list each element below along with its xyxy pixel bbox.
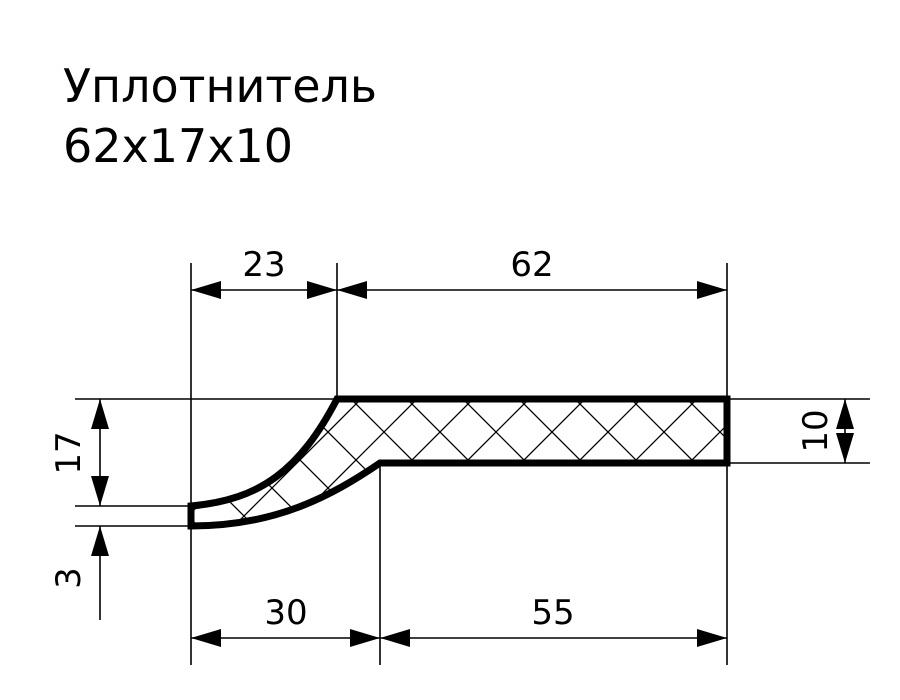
dimension-label-17: 17 (49, 431, 89, 474)
profile-outline (187, 395, 731, 530)
dimension-label-3: 3 (49, 567, 89, 589)
dimension-label-30: 30 (264, 593, 307, 633)
dimension-label-55: 55 (531, 593, 574, 633)
dimension-top (191, 281, 727, 299)
dimension-label-23: 23 (242, 245, 285, 285)
dimension-bottom (191, 629, 727, 647)
part-size: 62x17x10 (63, 119, 293, 173)
dimension-label-62: 62 (510, 245, 553, 285)
dimension-label-10: 10 (796, 409, 836, 452)
part-name: Уплотнитель (63, 59, 377, 113)
dimension-right (836, 399, 854, 463)
extension-lines (75, 263, 870, 665)
dimension-left (91, 399, 109, 620)
